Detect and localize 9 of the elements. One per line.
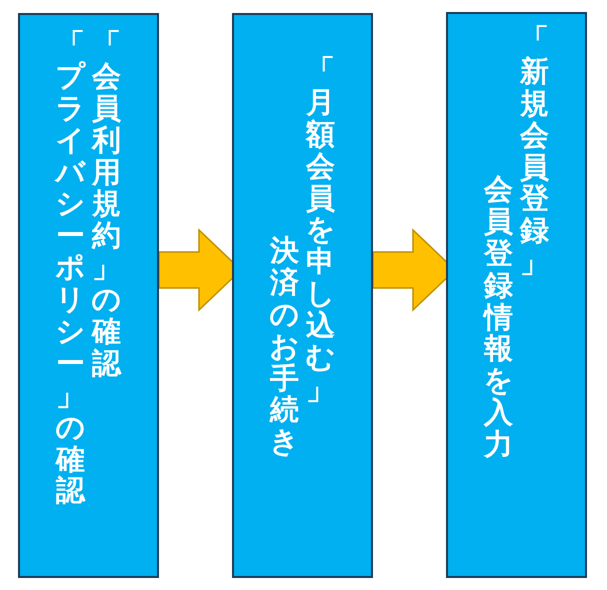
step-box: [18, 13, 159, 578]
step-text: 決済のお手続き: [269, 235, 300, 460]
step-text: 「プライバシーポリシー」の確認: [55, 29, 86, 510]
step-title: 「月額会員を申し込む」: [306, 55, 336, 408]
step-box: [446, 12, 587, 578]
step-text: 会員登録情報を入力: [483, 174, 514, 464]
step-title: 「新規会員登録」: [520, 24, 550, 282]
step-title: 「会員利用規約」の確認: [92, 29, 122, 382]
step-box: [232, 13, 373, 578]
